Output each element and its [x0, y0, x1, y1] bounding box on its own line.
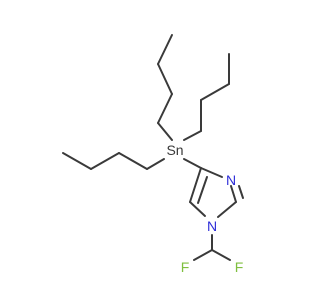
bond-sn-c4 [183, 158, 202, 169]
structure-drawing: Sn N N F F [62, 34, 244, 275]
molecule-canvas: Sn N N F F [62, 34, 244, 275]
nitrogen-atom-label-top: N [226, 172, 236, 188]
fluorine-atom-label-right: F [235, 259, 244, 275]
bond-c1c-c1d [157, 34, 173, 65]
tin-atom-label: Sn [166, 142, 183, 158]
bond-c2b-c2c [200, 83, 230, 101]
bond-c5-n1 [189, 201, 206, 217]
bond-c2-n3-double [238, 185, 244, 199]
bond-c2-n3 [230, 185, 237, 203]
bond-c4-c5-double [197, 176, 208, 204]
butyl-chain-3 [62, 152, 165, 170]
bond-n3-c4 [200, 167, 223, 178]
bond-c1a-c1b [157, 93, 173, 124]
bond-sn-c3a [146, 158, 165, 170]
bond-c1b-c1c [157, 63, 173, 95]
nitrogen-atom-label-bottom: N [207, 218, 217, 234]
butyl-chain-2 [183, 53, 230, 141]
bond-n1-c2 [217, 201, 237, 218]
fluorine-atom-label-left: F [181, 259, 190, 275]
bond-c3a-c3b [118, 152, 148, 170]
bond-c-f-left [193, 249, 213, 261]
bond-c3b-c3c [90, 152, 120, 170]
bond-sn-c1a [157, 122, 173, 141]
bond-c-f-right [211, 249, 231, 261]
bond-c3c-c3d [62, 152, 92, 170]
bond-sn-c2a [183, 130, 202, 141]
bond-c4-c5 [189, 167, 202, 203]
imidazole-ring [189, 167, 244, 218]
butyl-chain-1 [157, 34, 173, 141]
